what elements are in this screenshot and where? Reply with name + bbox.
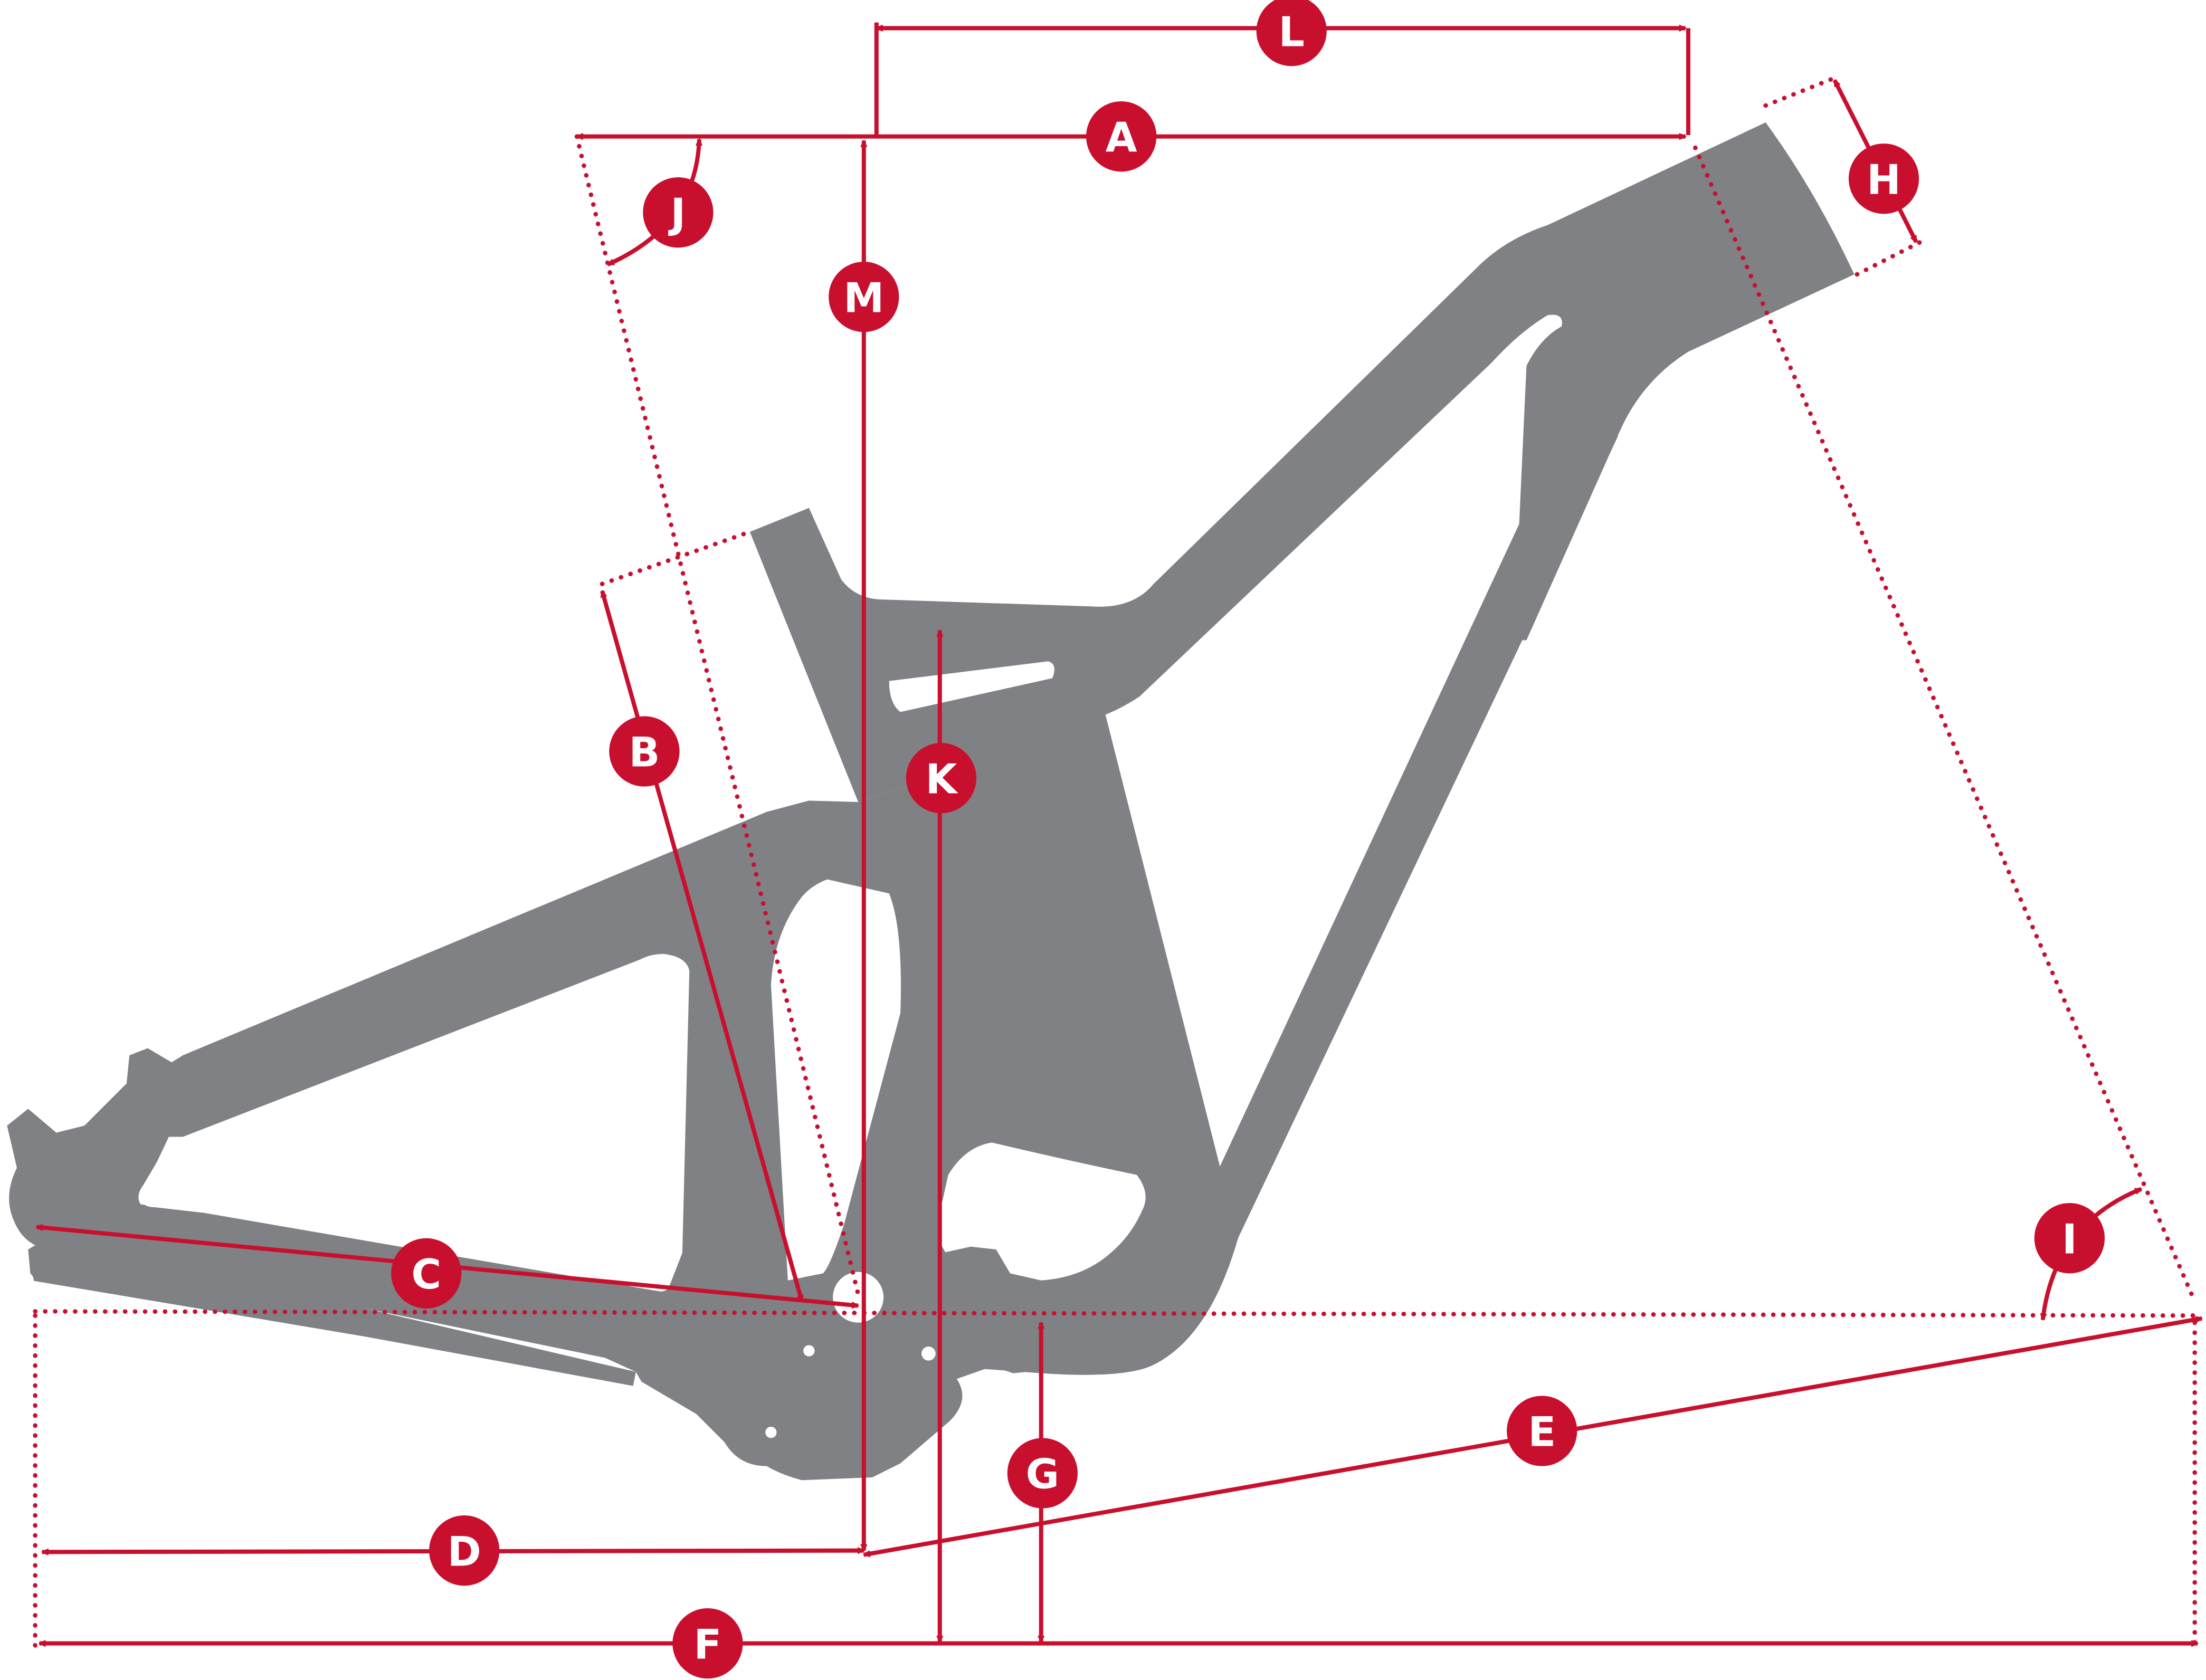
badge-K: K xyxy=(906,743,977,814)
badge-H: H xyxy=(1848,144,1919,214)
badge-B: B xyxy=(609,716,680,787)
badge-E: E xyxy=(1507,1396,1577,1466)
front-triangle-upper xyxy=(749,122,1855,802)
seat-tube-top-line xyxy=(600,529,753,586)
badge-I: I xyxy=(2034,1203,2105,1274)
head-angle-line xyxy=(1693,145,2197,1304)
badge-J: J xyxy=(643,177,714,248)
svg-text:J: J xyxy=(668,190,686,237)
seat-angle-line xyxy=(574,134,861,1297)
badge-G: G xyxy=(1007,1438,1078,1509)
head-tube-bottom-line xyxy=(1855,240,1923,277)
svg-text:F: F xyxy=(693,1621,721,1668)
badge-L: L xyxy=(1256,0,1327,66)
svg-text:M: M xyxy=(843,274,884,322)
dim-B-line xyxy=(600,591,804,1302)
svg-text:H: H xyxy=(1867,156,1901,204)
svg-text:A: A xyxy=(1106,114,1137,161)
badge-A: A xyxy=(1086,101,1157,172)
head-tube-top-line xyxy=(1763,75,1839,108)
bb-horizontal-line xyxy=(33,1309,2197,1318)
svg-text:I: I xyxy=(2062,1216,2077,1263)
svg-text:L: L xyxy=(1279,8,1305,56)
badge-M: M xyxy=(829,262,899,332)
badge-D: D xyxy=(429,1515,500,1586)
svg-text:D: D xyxy=(448,1528,481,1576)
svg-text:E: E xyxy=(1528,1409,1556,1456)
svg-text:K: K xyxy=(925,756,958,803)
svg-text:C: C xyxy=(411,1251,441,1299)
svg-text:G: G xyxy=(1026,1451,1059,1498)
badge-C: C xyxy=(391,1238,462,1309)
badge-F: F xyxy=(672,1608,743,1679)
svg-text:B: B xyxy=(629,729,660,777)
down-tube xyxy=(1193,329,1618,1238)
